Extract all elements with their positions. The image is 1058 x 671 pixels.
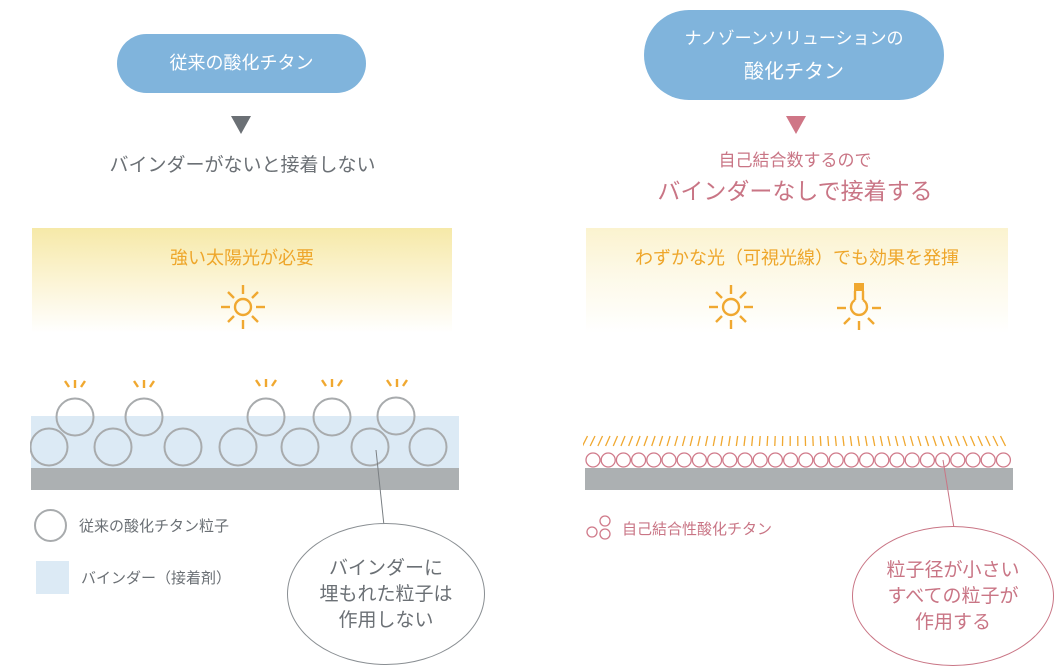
arrow-down-icon	[786, 116, 806, 134]
light-bulb-icon	[834, 282, 884, 332]
legend-label: バインダー（接着剤）	[81, 569, 232, 587]
arrow-down-icon	[231, 116, 251, 134]
three-small-circles-icon	[586, 515, 614, 541]
pill-label: 従来の酸化チタン	[169, 52, 314, 74]
callout-line: 作用しない	[338, 609, 434, 631]
right-result-subtext: 自己結合数するので	[718, 151, 872, 171]
sun-icon	[218, 282, 268, 332]
substrate-layer	[585, 468, 1013, 490]
callout-line: 作用する	[914, 611, 991, 633]
callout-line: すべての粒子が	[887, 585, 1019, 607]
gray-circle-icon	[34, 509, 67, 542]
callout-pointer-line	[940, 458, 970, 568]
pill-line: 酸化チタン	[744, 59, 844, 83]
right-result-main-text: バインダーなしで接着する	[657, 179, 933, 205]
legend-label: 自己結合性酸化チタン	[622, 519, 773, 538]
left-result-text: バインダーがないと接着しない	[109, 154, 376, 176]
pill-line: ナノゾーンソリューションの	[684, 29, 904, 49]
legend-item-binder: バインダー（接着剤）	[36, 561, 231, 594]
buried-particles-callout: バインダーに 埋もれた粒子は 作用しない	[287, 523, 485, 665]
all-particles-active-callout: 粒子径が小さい すべての粒子が 作用する	[852, 526, 1054, 666]
light-band-title: 強い太陽光が必要	[170, 248, 314, 269]
legend-label: 従来の酸化チタン粒子	[79, 517, 230, 535]
sun-icon	[706, 282, 756, 332]
conventional-titanium-oxide-pill: 従来の酸化チタン	[117, 34, 366, 93]
self-bonding-particle-diagram	[583, 430, 1015, 495]
legend-item-self-bonding: 自己結合性酸化チタン	[586, 515, 772, 541]
substrate-layer	[31, 468, 459, 490]
callout-line: 埋もれた粒子は	[319, 583, 453, 605]
light-band-title: わずかな光（可視光線）でも効果を発揮	[635, 248, 959, 269]
callout-line: 粒子径が小さい	[886, 559, 1020, 581]
legend-item-conventional-particle: 従来の酸化チタン粒子	[34, 509, 229, 542]
light-blue-square-icon	[36, 561, 69, 594]
callout-line: バインダーに	[328, 557, 443, 579]
conventional-particle-diagram	[30, 370, 460, 495]
nanozone-titanium-oxide-pill: ナノゾーンソリューションの 酸化チタン	[644, 10, 944, 100]
visible-light-band: わずかな光（可視光線）でも効果を発揮	[586, 228, 1008, 333]
